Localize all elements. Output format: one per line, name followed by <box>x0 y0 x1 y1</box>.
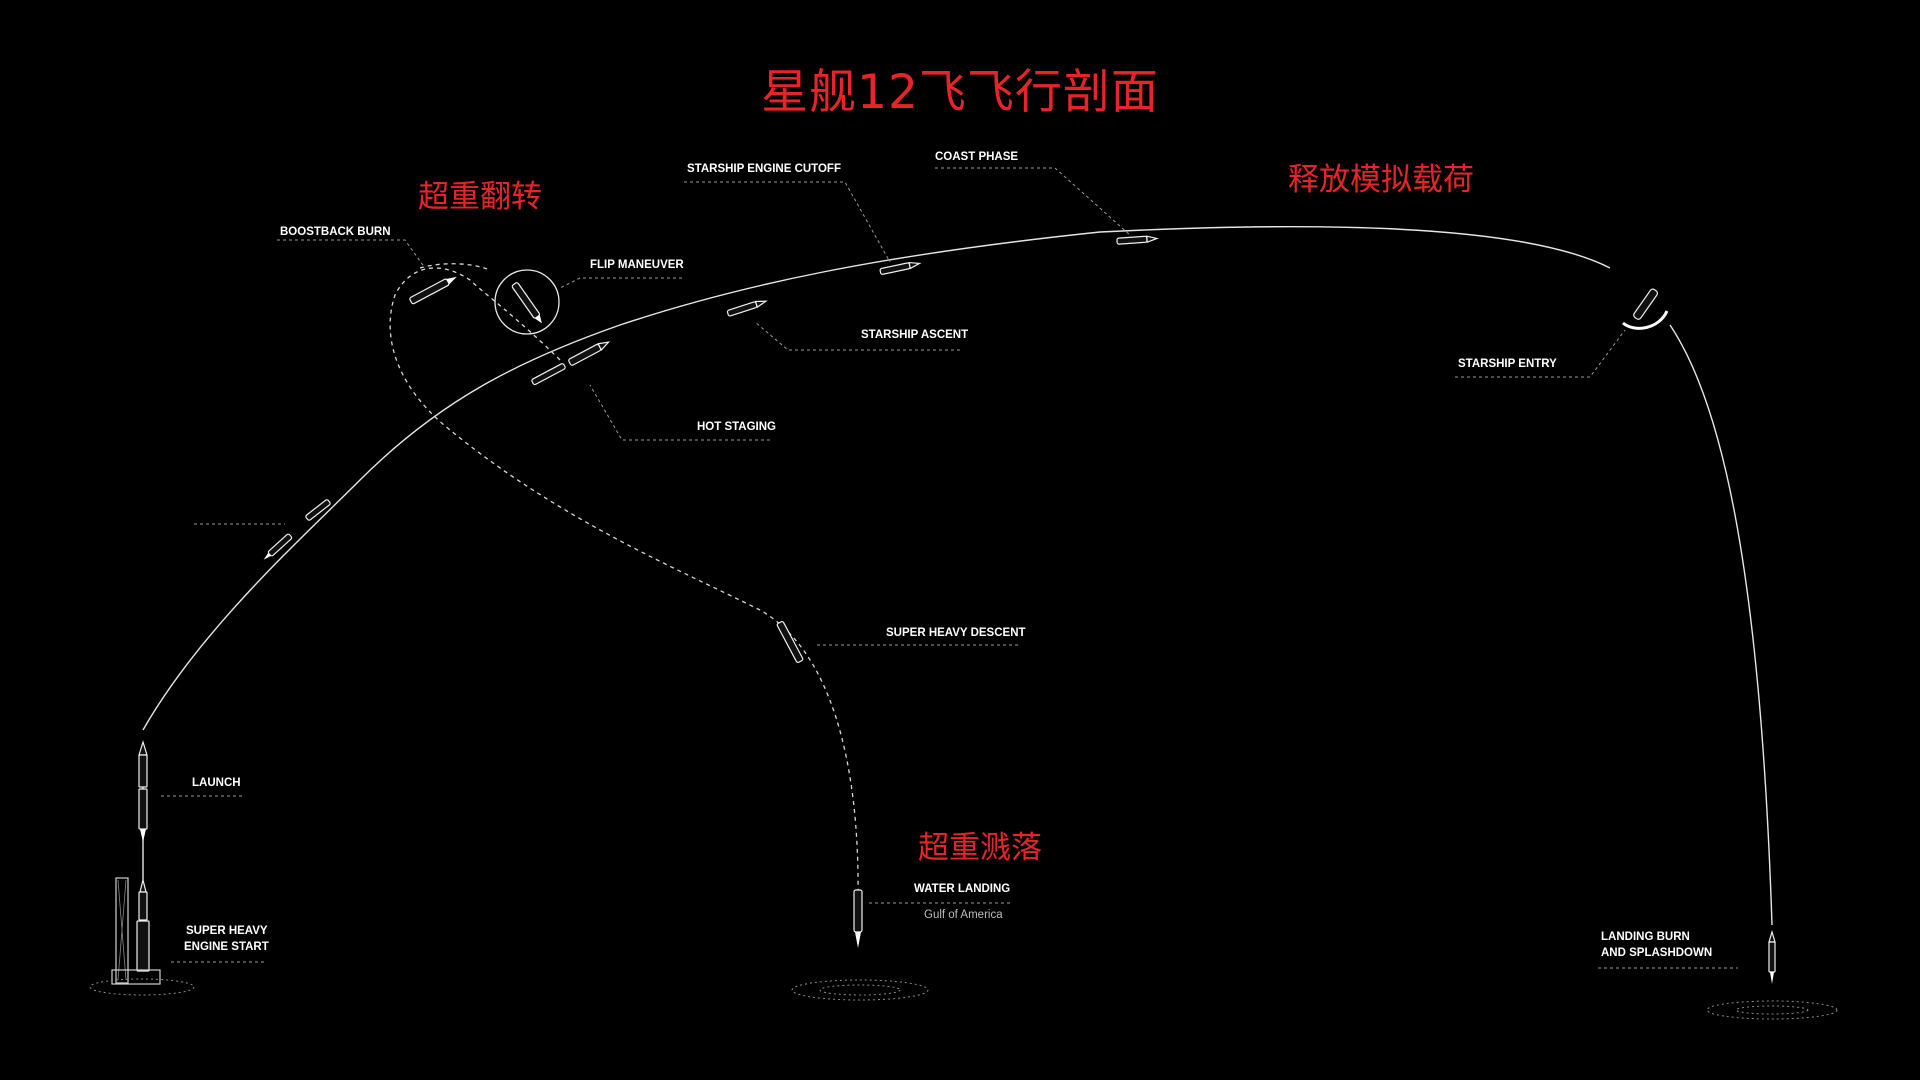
label-flip-maneuver: FLIP MANEUVER <box>590 259 684 271</box>
ascent-early-icon-1 <box>305 499 331 521</box>
starship-ascent-icon <box>726 300 768 317</box>
water-landing-ripple-outer <box>791 979 929 1001</box>
starship-entry-icon <box>1622 288 1669 330</box>
water-landing-booster-icon <box>853 889 863 948</box>
leader-coast-phase <box>935 167 1131 236</box>
leader-engine-cutoff <box>684 181 891 263</box>
label-engine-cutoff: STARSHIP ENGINE CUTOFF <box>687 163 841 175</box>
launch-site-ground <box>89 978 195 996</box>
engine-cutoff-icon <box>879 261 922 275</box>
label-starship-ascent: STARSHIP ASCENT <box>861 329 968 341</box>
label-super-heavy-descent: SUPER HEAVY DESCENT <box>886 627 1026 639</box>
leader-flip-maneuver <box>559 277 682 289</box>
label-water-landing: WATER LANDING <box>914 883 1010 895</box>
leader-starship-ascent <box>754 321 960 351</box>
boostback-booster-icon <box>409 276 457 305</box>
flip-maneuver-circle <box>494 269 560 335</box>
launch-vehicle-icon <box>138 739 148 842</box>
splashdown-ripple-inner <box>1735 1005 1809 1015</box>
label-hot-staging: HOT STAGING <box>697 421 776 433</box>
ascent-early-icon-2 <box>263 533 293 560</box>
splashdown-ripple-outer <box>1706 1000 1838 1020</box>
coast-phase-icon <box>1116 235 1160 245</box>
flip-booster-icon <box>511 282 542 324</box>
leader-boostback-burn <box>277 239 426 269</box>
launch-tower-icon <box>111 877 161 985</box>
super-heavy-descent-icon <box>776 621 804 663</box>
label-engine-start-line2: ENGINE START <box>184 941 269 953</box>
label-boostback-burn: BOOSTBACK BURN <box>280 226 391 238</box>
starship-descent-trajectory <box>1669 324 1773 926</box>
diagram-title: 星舰12飞飞行剖面 <box>761 65 1159 120</box>
label-water-landing-location: Gulf of America <box>924 909 1003 921</box>
booster-return-trajectory <box>389 267 859 901</box>
boostback-flip-highlight: 超重翻转 <box>418 179 542 215</box>
ascent-trajectory <box>142 225 1611 731</box>
label-engine-start-line1: SUPER HEAVY <box>186 925 268 937</box>
label-launch: LAUNCH <box>192 777 241 789</box>
flip-loop <box>419 263 491 271</box>
payload-deploy-highlight: 释放模拟载荷 <box>1288 162 1474 198</box>
label-coast-phase: COAST PHASE <box>935 151 1018 163</box>
booster-splashdown-highlight: 超重溅落 <box>918 830 1042 866</box>
label-landing-line2: AND SPLASHDOWN <box>1601 947 1712 959</box>
leader-starship-entry <box>1455 329 1626 378</box>
label-landing-line1: LANDING BURN <box>1601 931 1690 943</box>
landing-starship-icon <box>1768 929 1776 984</box>
hot-staging-icon <box>531 341 611 386</box>
label-starship-entry: STARSHIP ENTRY <box>1458 358 1557 370</box>
leader-hot-staging <box>589 384 770 441</box>
water-landing-ripple-inner <box>819 984 901 996</box>
